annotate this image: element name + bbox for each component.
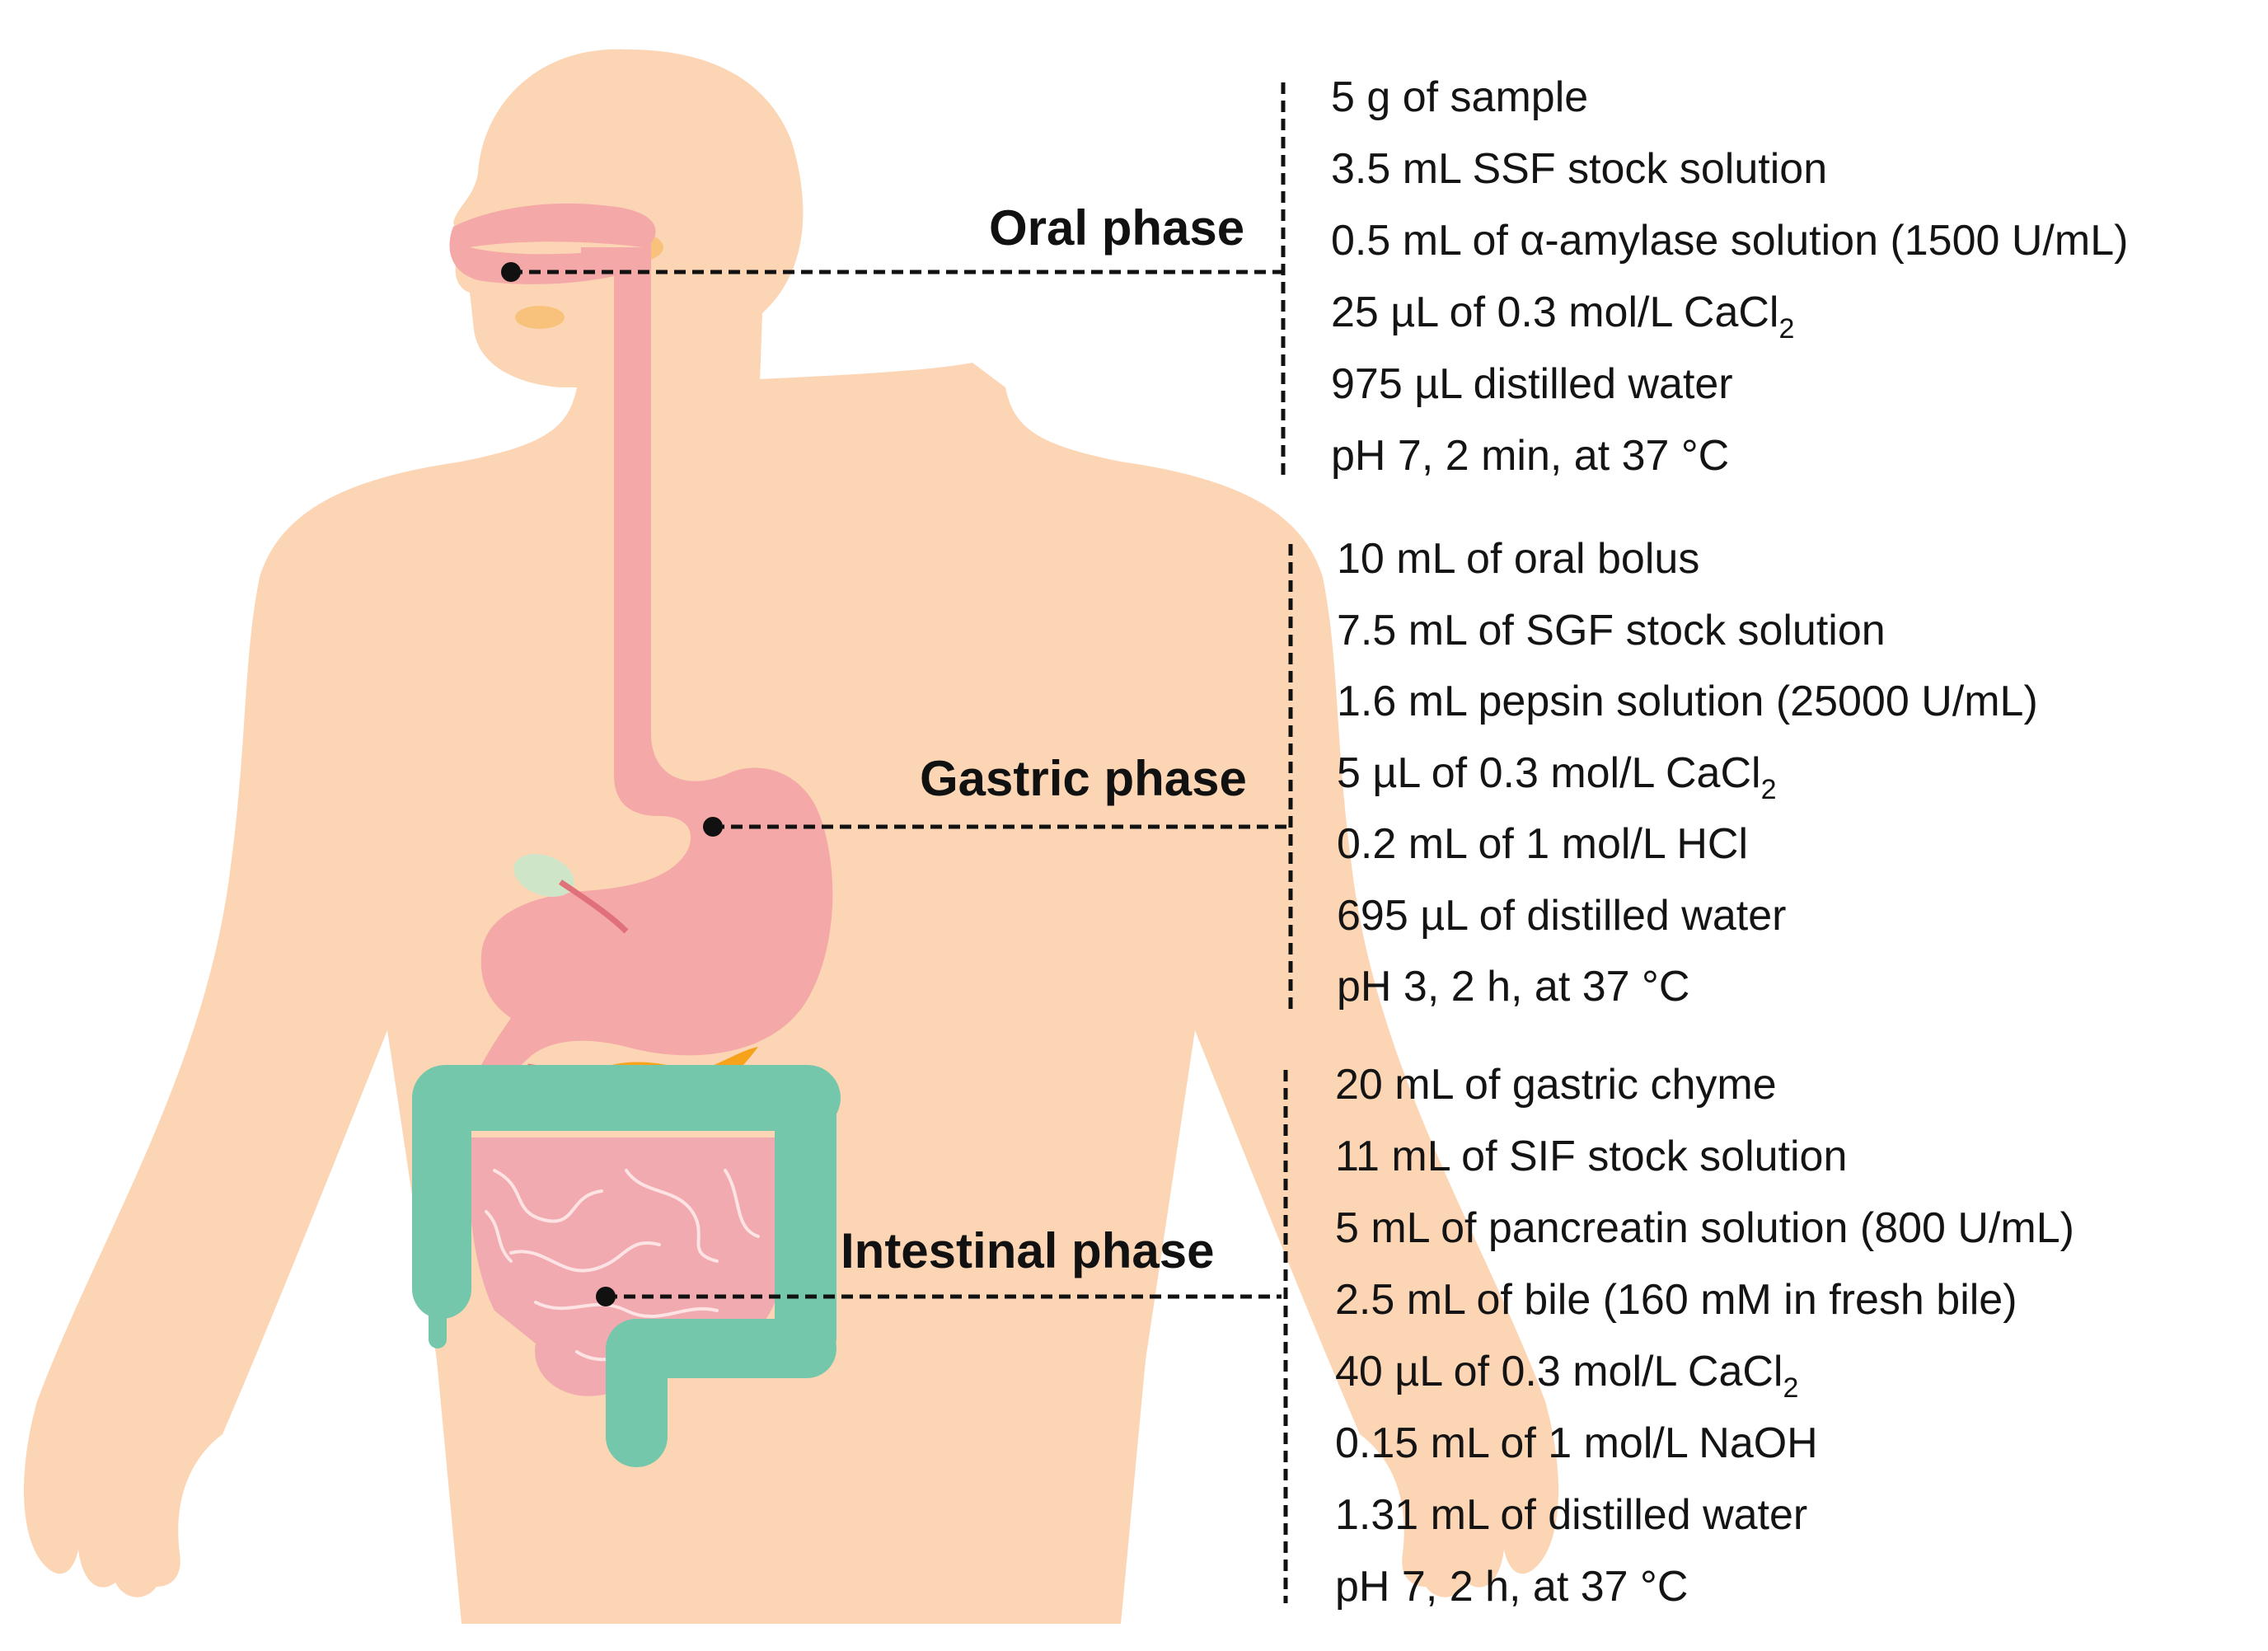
step-text: 11 mL of SIF stock solution: [1335, 1133, 1848, 1180]
gastric-step: 10 mL of oral bolus: [1337, 537, 2038, 609]
step-subscript: 2: [1760, 773, 1777, 805]
gastric-leader-dot: [703, 817, 723, 837]
step-text: pH 7, 2 h, at 37 °C: [1335, 1563, 1689, 1611]
intestinal-step: 1.31 mL of distilled water: [1335, 1494, 2074, 1565]
step-subscript: 2: [1778, 313, 1795, 345]
step-text: 10 mL of oral bolus: [1337, 535, 1700, 583]
oral-phase-label: Oral phase: [989, 200, 1245, 256]
gastric-phase-steps: 10 mL of oral bolus 7.5 mL of SGF stock s…: [1337, 537, 2038, 1037]
leader-lines: [511, 270, 1290, 1299]
gastric-step: pH 3, 2 h, at 37 °C: [1337, 965, 2038, 1037]
oral-step: pH 7, 2 min, at 37 °C: [1331, 434, 2128, 506]
leader-dots: [501, 262, 723, 1306]
step-text: 0.15 mL of 1 mol/L NaOH: [1335, 1419, 1818, 1467]
rectum: [606, 1319, 668, 1467]
gastric-step: 0.2 mL of 1 mol/L HCl: [1337, 823, 2038, 894]
colon-descending: [775, 1072, 836, 1368]
step-text: 0.5 mL of α-amylase solution (1500 U/mL): [1331, 217, 2129, 265]
intestinal-phase-label: Intestinal phase: [841, 1223, 1215, 1278]
step-text: 5 g of sample: [1331, 73, 1589, 121]
step-text: 20 mL of gastric chyme: [1335, 1061, 1777, 1109]
intestinal-leader-dot: [596, 1287, 616, 1306]
step-text: 5 µL of 0.3 mol/L CaCl: [1337, 748, 1761, 797]
oral-phase-steps: 5 g of sample 3.5 mL SSF stock solution 0.…: [1331, 76, 2128, 506]
intestinal-step: 5 mL of pancreatin solution (800 U/mL): [1335, 1207, 2074, 1278]
intestinal-step: 11 mL of SIF stock solution: [1335, 1135, 2074, 1207]
bracket-lines: [1281, 82, 1293, 1603]
digestive-organs: [412, 203, 841, 1467]
gastric-step: 5 µL of 0.3 mol/L CaCl2: [1337, 752, 2038, 823]
oral-step: 25 µL of 0.3 mol/L CaCl2: [1331, 291, 2128, 363]
step-text: 1.31 mL of distilled water: [1335, 1491, 1808, 1539]
gastric-step: 1.6 mL pepsin solution (25000 U/mL): [1337, 680, 2038, 752]
step-text: pH 3, 2 h, at 37 °C: [1337, 963, 1690, 1011]
salivary-gland-lower: [515, 306, 565, 329]
oral-step: 3.5 mL SSF stock solution: [1331, 148, 2128, 219]
oral-step: 975 µL distilled water: [1331, 363, 2128, 434]
esophagus-stomach: [478, 247, 833, 1084]
intestinal-step: 40 µL of 0.3 mol/L CaCl2: [1335, 1350, 2074, 1422]
oral-step: 0.5 mL of α-amylase solution (1500 U/mL): [1331, 219, 2128, 291]
appendix: [429, 1302, 447, 1348]
large-intestine: [412, 1065, 841, 1467]
step-text: 0.2 mL of 1 mol/L HCl: [1337, 820, 1749, 868]
bile-duct: [559, 879, 629, 934]
colon-transverse: [412, 1065, 841, 1131]
intestinal-step: 0.15 mL of 1 mol/L NaOH: [1335, 1422, 2074, 1494]
step-subscript: 2: [1783, 1372, 1799, 1404]
intestinal-phase-steps: 20 mL of gastric chyme 11 mL of SIF stock…: [1335, 1063, 2074, 1637]
step-text: pH 7, 2 min, at 37 °C: [1331, 432, 1730, 480]
step-text: 975 µL distilled water: [1331, 360, 1733, 408]
step-text: 7.5 mL of SGF stock solution: [1337, 606, 1886, 654]
step-text: 5 mL of pancreatin solution (800 U/mL): [1335, 1204, 2074, 1252]
colon-ascending: [412, 1072, 471, 1319]
step-text: 2.5 mL of bile (160 mM in fresh bile): [1335, 1276, 2017, 1324]
gastric-step: 695 µL of distilled water: [1337, 894, 2038, 966]
intestinal-step: pH 7, 2 h, at 37 °C: [1335, 1565, 2074, 1637]
gastric-phase-label: Gastric phase: [920, 751, 1247, 806]
step-text: 25 µL of 0.3 mol/L CaCl: [1331, 288, 1779, 336]
oral-leader-dot: [501, 262, 521, 282]
gastric-step: 7.5 mL of SGF stock solution: [1337, 609, 2038, 681]
step-text: 3.5 mL SSF stock solution: [1331, 145, 1828, 193]
gallbladder: [513, 853, 574, 898]
intestinal-step: 20 mL of gastric chyme: [1335, 1063, 2074, 1135]
intestinal-step: 2.5 mL of bile (160 mM in fresh bile): [1335, 1278, 2074, 1350]
step-text: 40 µL of 0.3 mol/L CaCl: [1335, 1348, 1783, 1395]
oral-step: 5 g of sample: [1331, 76, 2128, 148]
step-text: 1.6 mL pepsin solution (25000 U/mL): [1337, 678, 2038, 725]
step-text: 695 µL of distilled water: [1337, 891, 1787, 940]
